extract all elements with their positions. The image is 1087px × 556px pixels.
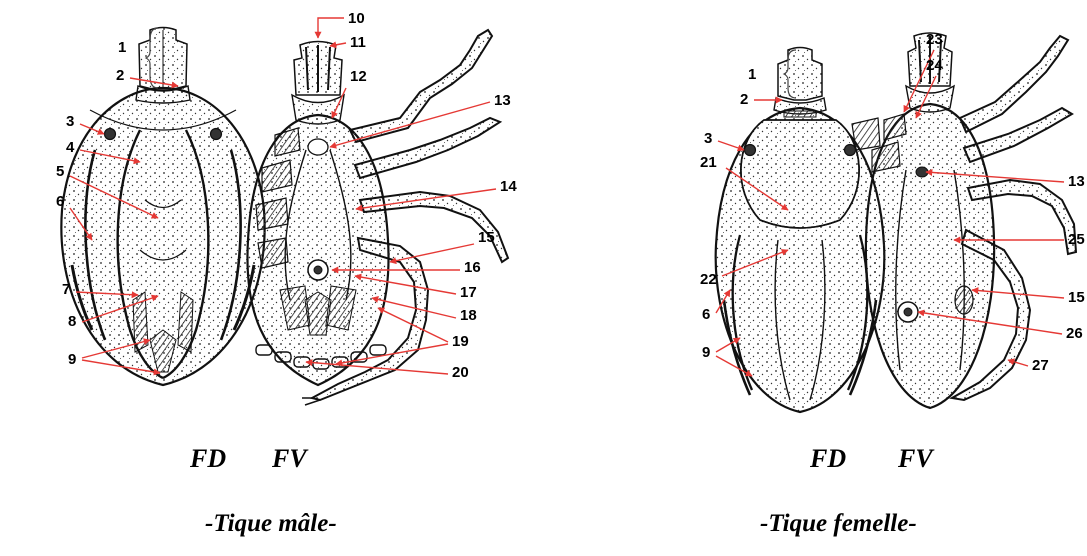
label-female-21: 21 bbox=[700, 154, 717, 171]
label-male-2: 2 bbox=[116, 67, 124, 84]
label-female-23: 23 bbox=[926, 31, 943, 48]
label-female-24: 24 bbox=[926, 57, 943, 74]
label-male-7: 7 bbox=[62, 281, 70, 298]
label-female-22: 22 bbox=[700, 271, 717, 288]
label-male-5: 5 bbox=[56, 163, 64, 180]
label-male-16: 16 bbox=[464, 259, 481, 276]
label-male-19: 19 bbox=[452, 333, 469, 350]
label-male-12: 12 bbox=[350, 68, 367, 85]
tick-anatomy-diagram: 1 2 3 4 5 6 7 8 9 10 11 12 13 14 15 16 1… bbox=[0, 0, 1087, 460]
label-female-3: 3 bbox=[704, 130, 712, 147]
label-female-2: 2 bbox=[740, 91, 748, 108]
label-female-13: 13 bbox=[1068, 173, 1085, 190]
leader-female-3 bbox=[718, 141, 744, 150]
label-male-13: 13 bbox=[494, 92, 511, 109]
female-dorsal-caption: FD bbox=[810, 444, 846, 474]
label-female-26: 26 bbox=[1066, 325, 1083, 342]
label-female-9: 9 bbox=[702, 344, 710, 361]
label-male-4: 4 bbox=[66, 139, 75, 156]
label-male-9: 9 bbox=[68, 351, 76, 368]
male-title: -Tique mâle- bbox=[205, 510, 337, 538]
label-male-8: 8 bbox=[68, 313, 76, 330]
label-male-20: 20 bbox=[452, 364, 469, 381]
female-ventral-view bbox=[852, 33, 1076, 408]
label-female-1: 1 bbox=[748, 66, 756, 83]
female-title: -Tique femelle- bbox=[760, 510, 917, 538]
label-male-3: 3 bbox=[66, 113, 74, 130]
label-male-17: 17 bbox=[460, 284, 477, 301]
label-female-6: 6 bbox=[702, 306, 710, 323]
leader-male-10 bbox=[318, 18, 344, 38]
male-ventral-caption: FV bbox=[272, 444, 307, 474]
male-dorsal-caption: FD bbox=[190, 444, 226, 474]
label-male-18: 18 bbox=[460, 307, 477, 324]
label-male-1: 1 bbox=[118, 39, 126, 56]
label-male-6: 6 bbox=[56, 193, 64, 210]
label-female-27: 27 bbox=[1032, 357, 1049, 374]
label-female-15: 15 bbox=[1068, 289, 1085, 306]
label-female-25: 25 bbox=[1068, 231, 1085, 248]
female-ventral-caption: FV bbox=[898, 444, 933, 474]
label-male-11: 11 bbox=[350, 34, 366, 51]
male-ventral-view bbox=[247, 30, 508, 405]
label-male-10: 10 bbox=[348, 10, 365, 27]
male-dorsal-view bbox=[61, 28, 264, 386]
label-male-14: 14 bbox=[500, 178, 517, 195]
label-male-15: 15 bbox=[478, 229, 495, 246]
